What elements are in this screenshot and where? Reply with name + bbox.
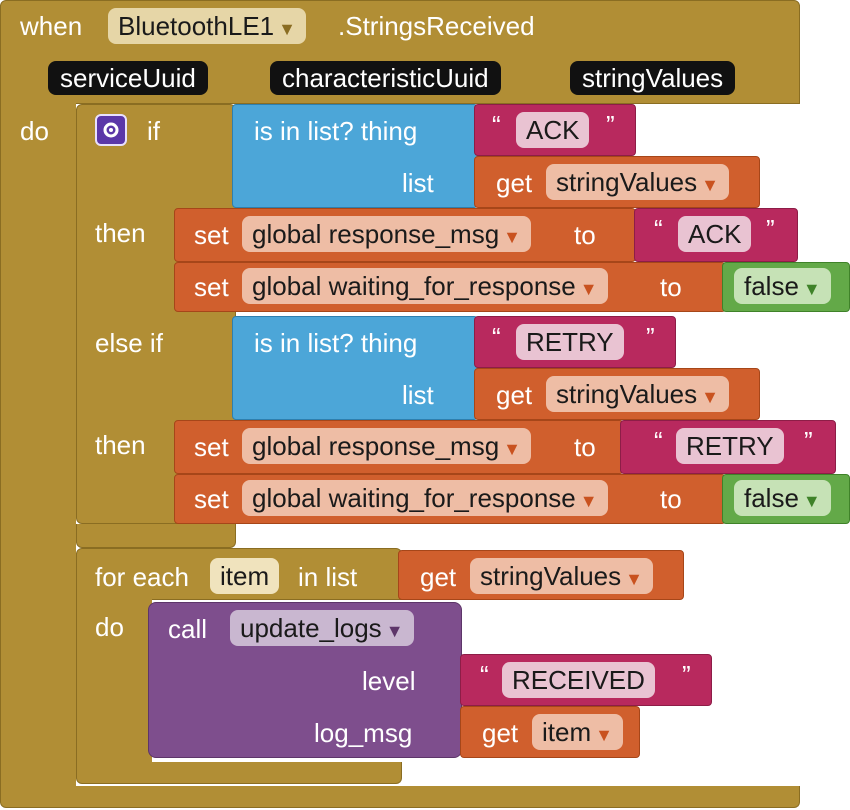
procedure-dropdown[interactable]: update_logs▼ <box>230 610 414 646</box>
get-var-name-1: stringValues <box>556 167 698 197</box>
close-quote-1: ” <box>606 110 615 140</box>
for-each-label: for each <box>95 562 189 592</box>
dropdown-arrow-icon: ▼ <box>701 387 719 407</box>
dropdown-arrow-icon: ▼ <box>625 569 643 589</box>
is-in-list-block-2[interactable] <box>232 316 478 420</box>
get-var-name-2: stringValues <box>556 379 698 409</box>
if-label: if <box>147 116 160 146</box>
bool-dropdown-2[interactable]: false▼ <box>734 480 831 516</box>
gear-icon[interactable] <box>95 114 127 146</box>
text-value-retry[interactable]: RETRY <box>676 428 784 464</box>
set-var-dropdown-4[interactable]: global waiting_for_response▼ <box>242 480 608 516</box>
then-label-2: then <box>95 430 146 460</box>
dropdown-arrow-icon: ▼ <box>503 227 521 247</box>
text-value-ack[interactable]: ACK <box>678 216 752 252</box>
param-service-uuid[interactable]: serviceUuid <box>48 61 208 95</box>
dropdown-arrow-icon: ▼ <box>701 175 719 195</box>
set-label-4: set <box>194 484 229 514</box>
list-label-1: list <box>402 168 434 198</box>
get-var-name-3: stringValues <box>480 561 622 591</box>
get-var-dropdown-4[interactable]: item▼ <box>532 714 623 750</box>
else-if-label: else if <box>95 328 163 358</box>
in-list-label: in list <box>298 562 358 592</box>
for-each-item-var[interactable]: item <box>210 558 280 594</box>
set-var-dropdown-3[interactable]: global response_msg▼ <box>242 428 531 464</box>
dropdown-arrow-icon: ▼ <box>802 491 821 511</box>
list-label-2: list <box>402 380 434 410</box>
text-value-retry-cond[interactable]: RETRY <box>516 324 624 360</box>
to-label-1: to <box>574 220 596 250</box>
if-block-bottom <box>76 524 236 548</box>
close-quote-3: ” <box>646 322 655 352</box>
set-var-name-1: global response_msg <box>252 219 500 249</box>
bool-value-2: false <box>744 483 799 513</box>
get-label-2: get <box>496 380 533 410</box>
arg-log-msg-label: log_msg <box>314 718 413 748</box>
bool-value-1: false <box>744 271 799 301</box>
set-var-dropdown-1[interactable]: global response_msg▼ <box>242 216 531 252</box>
get-label-4: get <box>482 718 519 748</box>
open-quote-2: “ <box>654 214 663 244</box>
set-label-2: set <box>194 272 229 302</box>
for-each-do-label: do <box>95 612 124 642</box>
for-each-left-rail <box>76 598 152 768</box>
dropdown-arrow-icon: ▼ <box>385 621 404 641</box>
close-quote-4: ” <box>804 426 813 456</box>
bool-dropdown-1[interactable]: false▼ <box>734 268 831 304</box>
dropdown-arrow-icon: ▼ <box>278 19 296 39</box>
param-characteristic-uuid[interactable]: characteristicUuid <box>270 61 501 95</box>
to-label-2: to <box>660 272 682 302</box>
open-quote-3: “ <box>492 322 501 352</box>
set-label-3: set <box>194 432 229 462</box>
open-quote-1: “ <box>492 110 501 140</box>
open-quote-4: “ <box>654 426 663 456</box>
dropdown-arrow-icon: ▼ <box>802 279 821 299</box>
get-var-dropdown-3[interactable]: stringValues▼ <box>470 558 653 594</box>
then-label-1: then <box>95 218 146 248</box>
param-string-values[interactable]: stringValues <box>570 61 736 95</box>
set-var-dropdown-2[interactable]: global waiting_for_response▼ <box>242 268 608 304</box>
set-var-name-3: global response_msg <box>252 431 500 461</box>
dropdown-arrow-icon: ▼ <box>579 279 598 299</box>
get-var-name-4: item <box>542 717 592 747</box>
text-value-received[interactable]: RECEIVED <box>502 662 655 698</box>
get-label-1: get <box>496 168 533 198</box>
text-value-ack-cond[interactable]: ACK <box>516 112 590 148</box>
is-in-list-label-2: is in list? thing <box>254 328 418 358</box>
dropdown-arrow-icon: ▼ <box>595 725 613 745</box>
do-label: do <box>20 116 49 146</box>
event-block-left-rail <box>0 100 76 800</box>
is-in-list-block-1[interactable] <box>232 104 478 208</box>
dropdown-arrow-icon: ▼ <box>503 439 521 459</box>
component-name: BluetoothLE1 <box>118 11 275 41</box>
call-label: call <box>168 614 208 644</box>
event-name: .StringsReceived <box>338 11 535 41</box>
close-quote-2: ” <box>766 214 775 244</box>
dropdown-arrow-icon: ▼ <box>579 491 598 511</box>
get-label-3: get <box>420 562 457 592</box>
set-var-name-2: global waiting_for_response <box>252 271 576 301</box>
is-in-list-label-1: is in list? thing <box>254 116 418 146</box>
close-quote-5: ” <box>682 660 691 690</box>
get-var-dropdown-1[interactable]: stringValues▼ <box>546 164 729 200</box>
event-block-bottom <box>0 786 800 808</box>
to-label-4: to <box>660 484 682 514</box>
component-dropdown[interactable]: BluetoothLE1▼ <box>108 8 306 44</box>
set-var-name-4: global waiting_for_response <box>252 483 576 513</box>
procedure-name: update_logs <box>240 613 382 643</box>
get-var-dropdown-2[interactable]: stringValues▼ <box>546 376 729 412</box>
open-quote-5: “ <box>480 660 489 690</box>
set-label-1: set <box>194 220 229 250</box>
to-label-3: to <box>574 432 596 462</box>
for-each-bottom <box>76 762 402 784</box>
arg-level-label: level <box>362 666 416 696</box>
when-label: when <box>20 11 83 41</box>
